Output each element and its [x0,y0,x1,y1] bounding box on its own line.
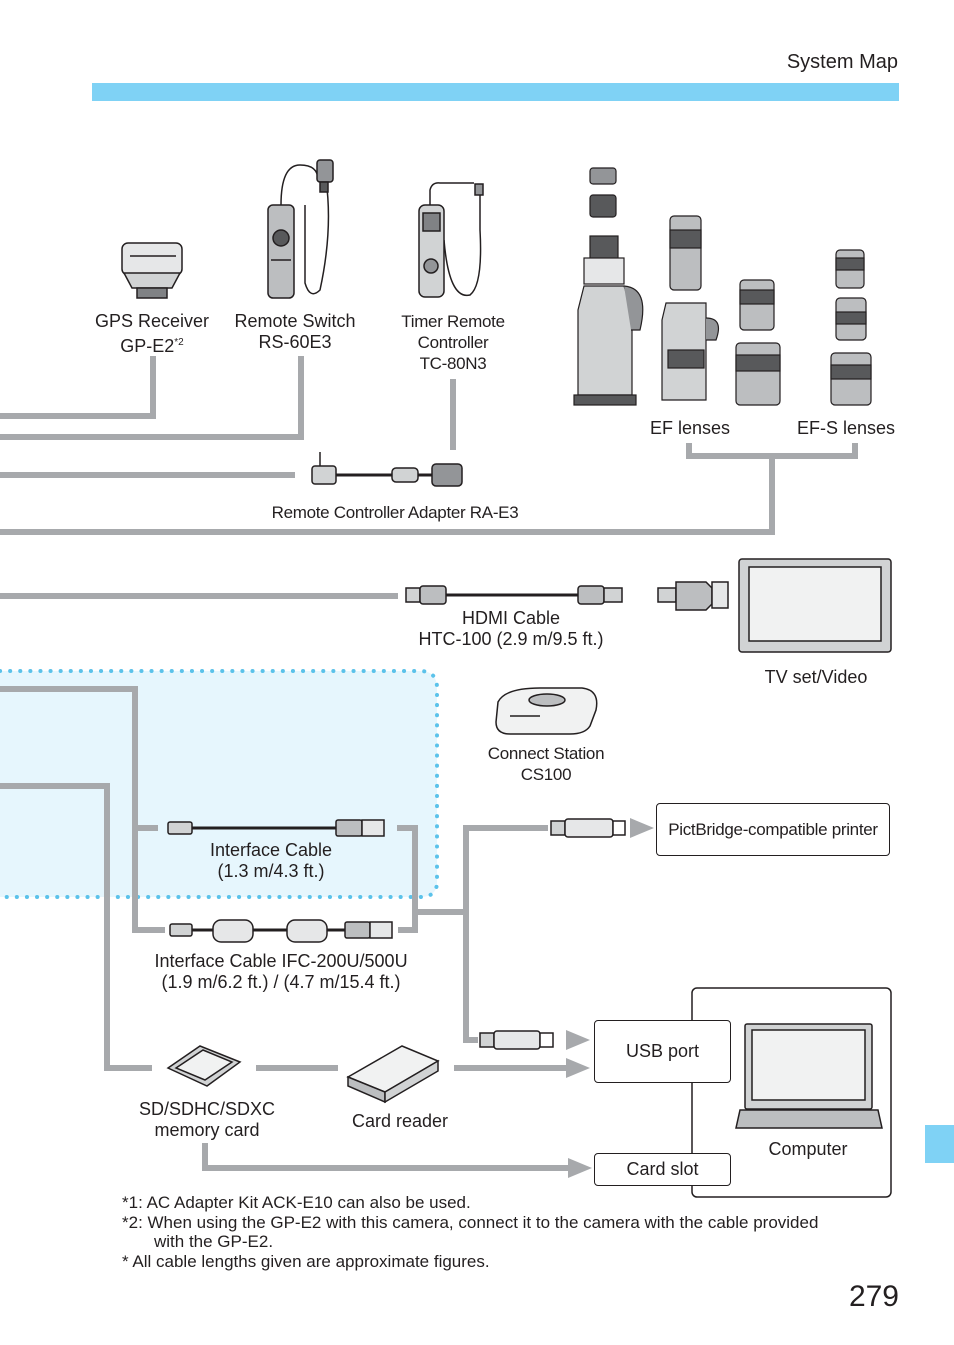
efs-lenses-label: EF-S lenses [796,418,896,438]
usb-port-box: USB port [594,1020,731,1083]
usb-plug-computer-icon [479,1030,554,1050]
gps-receiver-model: GP-E2*2 [90,332,214,357]
ef-lenses-label: EF lenses [649,418,731,438]
arrow-card-slot [568,1158,592,1178]
arrow-usb-port-2 [566,1058,590,1078]
hdmi-cable-icon [405,585,623,605]
page-number: 279 [848,1280,899,1313]
timer-remote-label: Timer Remote Controller TC-80N3 [393,311,513,374]
gps-receiver-model-text: GP-E2 [120,336,175,356]
sd-connector-line [0,783,152,1071]
efs-lens-icon-3 [830,352,872,406]
remote-switch-name: Remote Switch [234,311,356,331]
gps-receiver-icon [121,242,183,299]
efs-lens-icon-2 [835,297,867,341]
remote-adapter-icon [311,452,463,487]
connect-station-label: Connect Station CS100 [476,743,616,785]
ef-lens-icon-4 [735,342,781,406]
efs-lens-icon-1 [835,249,865,289]
gps-connector-line [0,356,156,419]
connect-station-name: Connect Station [487,744,605,763]
header-bar [92,83,899,101]
sd-to-cardslot-line [202,1143,572,1171]
footnote-2-continued: with the GP-E2. [154,1232,274,1251]
computer-icon [735,1023,883,1129]
printer-branch-line [463,825,548,912]
sd-card-label: SD/SDHC/SDXC memory card [128,1099,286,1141]
section-title: System Map [786,51,898,73]
interface-cable-icon [167,819,385,837]
remote-switch-connector-line [0,356,304,440]
ef-lens-icon-3 [739,279,775,331]
timer-remote-line2: Controller [417,333,489,352]
ef-lens-icon-2 [661,302,719,401]
arrow-usb-port-1 [566,1030,590,1050]
card-slot-box: Card slot [594,1153,731,1186]
card-reader-icon [346,1045,440,1104]
gps-footnote-ref: *2 [174,337,184,348]
side-tab [925,1125,954,1163]
computer-label: Computer [768,1139,848,1159]
gps-receiver-label: GPS Receiver GP-E2*2 [90,311,214,357]
card-reader-label: Card reader [351,1111,449,1131]
ef-super-telephoto-lens-icon [573,167,644,406]
hdmi-plug-icon [657,581,729,611]
interface-cable-right-line [397,825,418,933]
interface-cable-name: Interface Cable [209,840,333,860]
connect-station-icon [495,687,598,735]
lens-connector-line [0,458,775,535]
footnote-3: * All cable lengths given are approximat… [122,1251,490,1271]
sd-card-name: memory card [154,1120,260,1140]
tv-icon [738,558,892,653]
wifi-area-border [0,669,439,899]
printer-box: PictBridge-compatible printer [656,803,890,856]
hdmi-cable-name: HDMI Cable [461,608,561,628]
timer-remote-icon [418,182,484,298]
ifc-cable-label: Interface Cable IFC-200U/500U (1.9 m/6.2… [140,951,422,993]
ifc-cable-length: (1.9 m/6.2 ft.) / (4.7 m/15.4 ft.) [161,972,401,992]
sd-card-types: SD/SDHC/SDXC [138,1099,276,1119]
connect-station-model: CS100 [520,765,572,784]
remote-switch-icon [267,159,334,299]
tv-label: TV set/Video [764,667,868,687]
interface-cable-label: Interface Cable (1.3 m/4.3 ft.) [196,840,346,882]
footnote-2: *2: When using the GP-E2 with this camer… [122,1212,819,1232]
remote-adapter-label: Remote Controller Adapter RA-E3 [271,503,519,522]
ifc-cable-icon [169,919,393,943]
usb-plug-printer-icon [550,818,626,838]
interface-cable-length: (1.3 m/4.3 ft.) [217,861,325,881]
sd-card-icon [166,1045,242,1087]
ef-lens-bracket [686,443,858,459]
footnotes: *1: AC Adapter Kit ACK-E10 can also be u… [122,1193,818,1271]
footnote-1: *1: AC Adapter Kit ACK-E10 can also be u… [122,1193,471,1212]
remote-switch-label: Remote Switch RS-60E3 [228,311,362,353]
hdmi-cable-model: HTC-100 (2.9 m/9.5 ft.) [418,629,604,649]
interface-connector-line [0,686,165,933]
ef-lens-icon-1 [669,215,702,291]
ifc-cable-name: Interface Cable IFC-200U/500U [154,951,408,971]
arrow-printer [630,818,654,838]
remote-switch-model: RS-60E3 [258,332,332,352]
usb-trunk-line [415,909,478,1043]
timer-remote-line3: TC-80N3 [419,354,487,373]
gps-receiver-name: GPS Receiver [94,311,210,331]
hdmi-cable-label: HDMI Cable HTC-100 (2.9 m/9.5 ft.) [400,608,622,650]
timer-remote-line1: Timer Remote [401,312,505,331]
